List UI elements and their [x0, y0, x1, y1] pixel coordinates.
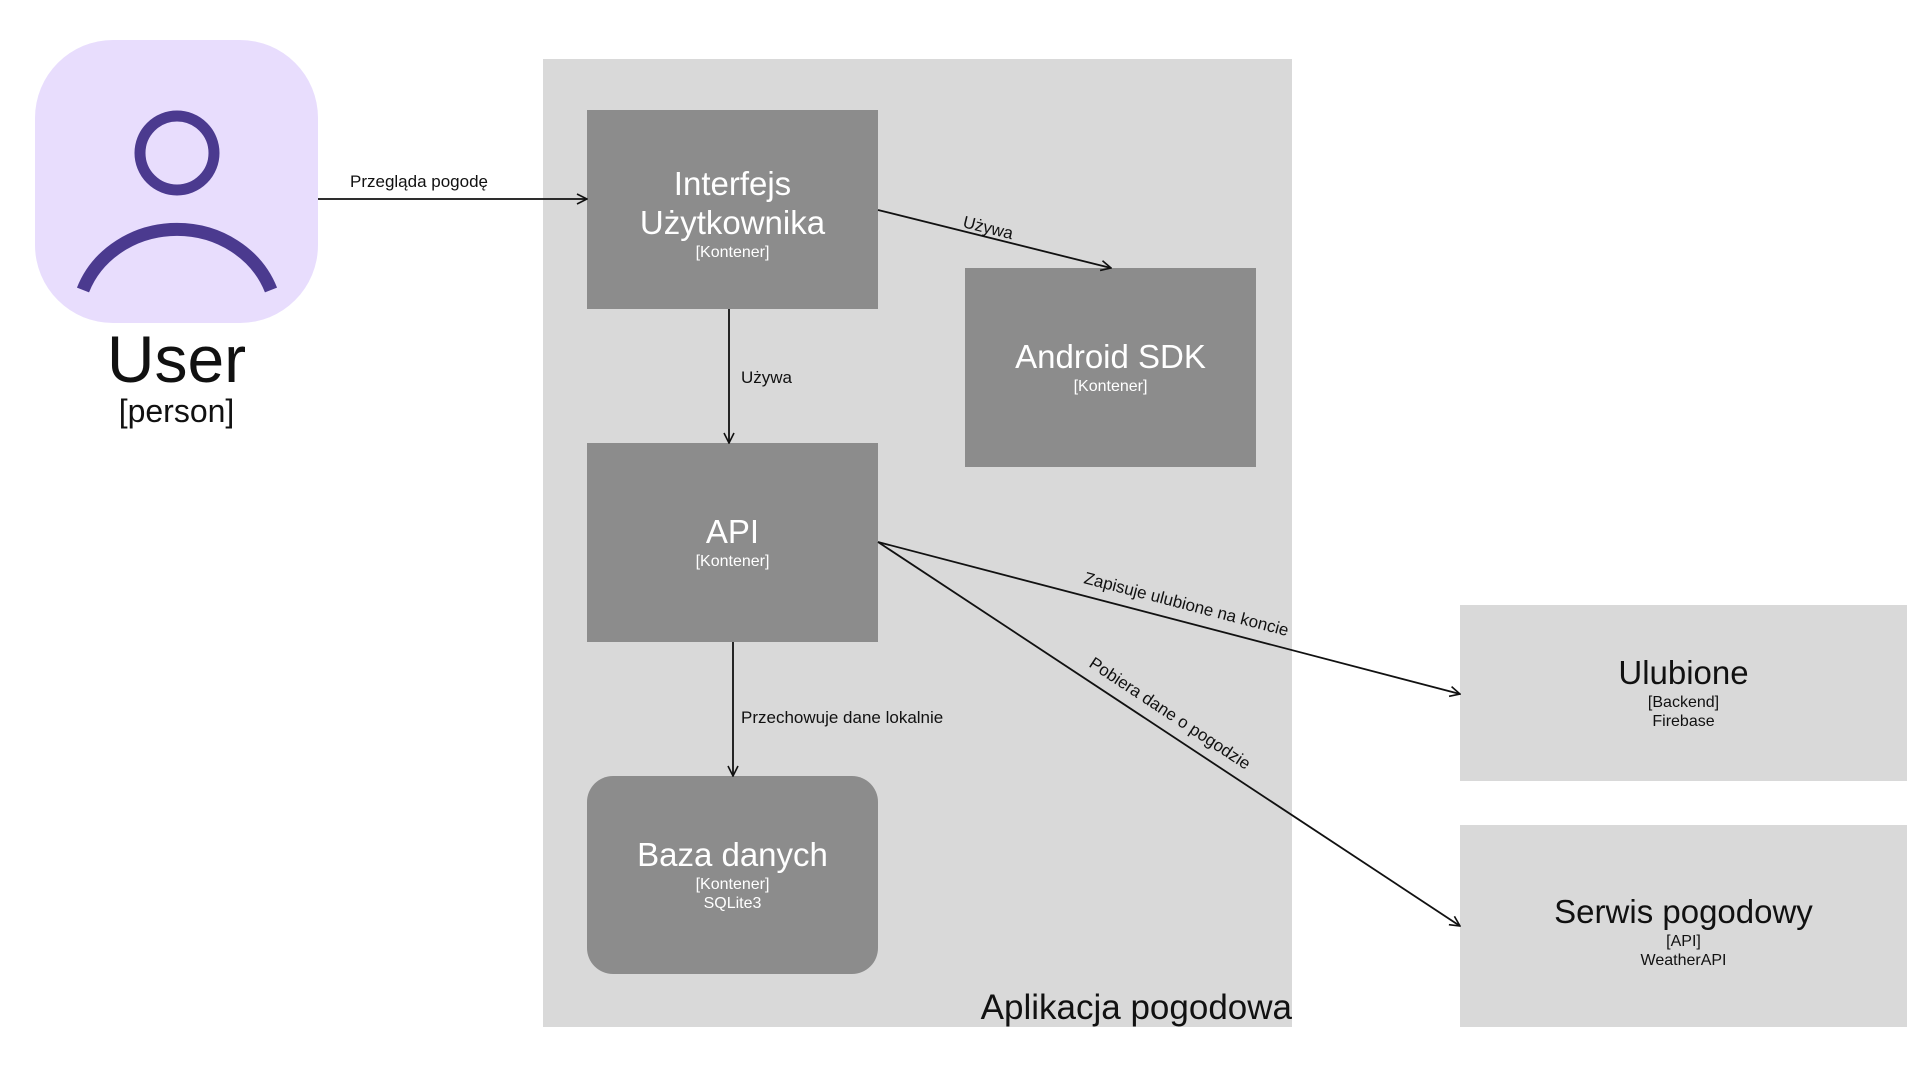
edge-label-ui-android: Używa	[961, 212, 1016, 243]
edge-api-weather	[877, 541, 1460, 926]
database-tech: [Kontener]	[695, 876, 770, 894]
edge-label-api-db: Przechowuje dane lokalnie	[741, 708, 943, 727]
ui-container-title: Interfejs Użytkownika	[639, 164, 826, 241]
edge-label-api-weather: Pobiera dane o pogodzie	[1086, 653, 1254, 773]
weather-service-system: Serwis pogodowy [API] WeatherAPI	[1460, 825, 1907, 1027]
person-icon	[35, 40, 318, 323]
system-boundary-label: Aplikacja pogodowa	[980, 988, 1292, 1027]
person-type: [person]	[118, 393, 235, 429]
person-name: User	[106, 322, 247, 396]
favorites-system: Ulubione [Backend] Firebase	[1460, 605, 1907, 781]
weather-service-desc: WeatherAPI	[1640, 952, 1727, 970]
database-title: Baza danych	[637, 836, 828, 874]
ui-container: Interfejs Użytkownika [Kontener]	[587, 110, 878, 309]
edge-ui-android	[877, 209, 1111, 268]
weather-service-title: Serwis pogodowy	[1554, 893, 1813, 931]
android-sdk-tech: [Kontener]	[1073, 378, 1148, 396]
edge-label-ui-api: Używa	[741, 368, 793, 387]
api-container: API [Kontener]	[587, 443, 878, 642]
api-container-tech: [Kontener]	[695, 553, 770, 571]
user-figure-icon	[76, 110, 278, 293]
edge-label-user-ui: Przegląda pogodę	[350, 172, 488, 191]
android-sdk-title: Android SDK	[1015, 338, 1206, 376]
favorites-tech: [Backend]	[1647, 694, 1720, 712]
android-sdk-container: Android SDK [Kontener]	[965, 268, 1256, 467]
database-container: Baza danych [Kontener] SQLite3	[587, 776, 878, 974]
favorites-title: Ulubione	[1618, 654, 1749, 692]
api-container-title: API	[705, 513, 760, 551]
weather-service-tech: [API]	[1666, 933, 1701, 951]
edge-api-favorites	[877, 541, 1460, 694]
database-desc: SQLite3	[703, 895, 762, 913]
favorites-desc: Firebase	[1652, 713, 1715, 731]
ui-container-tech: [Kontener]	[695, 243, 770, 261]
